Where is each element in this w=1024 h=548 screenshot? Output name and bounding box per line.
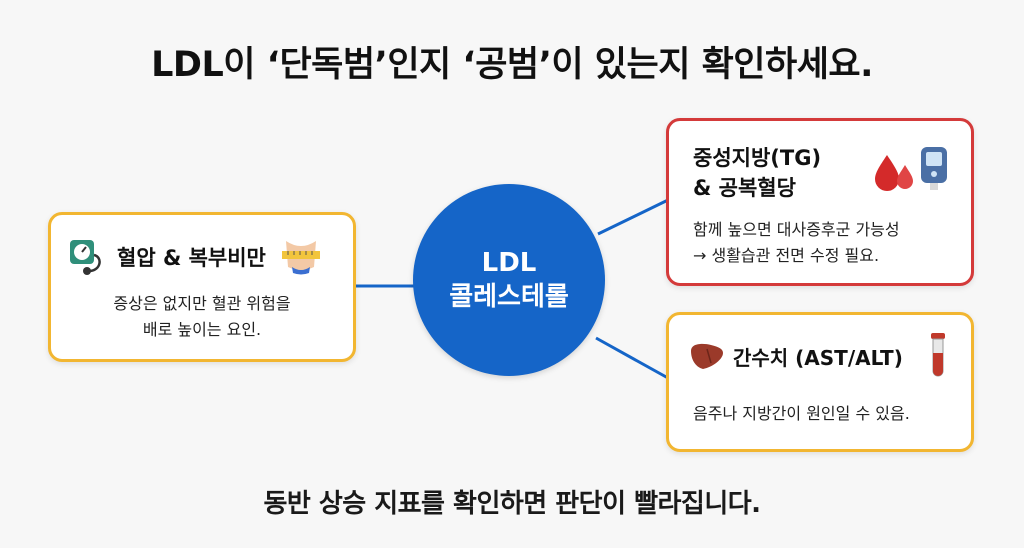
- card-left-text-line2: 배로 높이는 요인.: [142, 320, 262, 339]
- glucose-meter-icon: [921, 147, 947, 190]
- connector-bottom-right: [595, 336, 669, 380]
- test-tube-icon: [931, 333, 945, 377]
- footer-note: 동반 상승 지표를 확인하면 판단이 빨라집니다.: [263, 489, 761, 519]
- card-left-text-line1: 증상은 없지만 혈관 위험을: [113, 294, 291, 313]
- hub-label-line1: LDL: [481, 248, 537, 278]
- blood-pressure-monitor-icon: [70, 240, 101, 275]
- hub-label-line2: 콜레스테롤: [449, 282, 569, 312]
- ldl-hub-circle: LDL 콜레스테롤: [413, 184, 605, 376]
- page-title: LDL이 ‘단독범’인지 ‘공범’이 있는지 확인하세요.: [151, 45, 873, 85]
- waist-tape-measure-icon: [281, 241, 320, 275]
- connector-top-right: [597, 198, 669, 236]
- card-left-title: 혈압 & 복부비만: [117, 246, 266, 270]
- card-liver-enzymes: 간수치 (AST/ALT) 음주나 지방간이 원인일 수 있음.: [666, 312, 974, 452]
- card-top-right-text-line1: 함께 높으면 대사증후군 가능성: [693, 220, 900, 239]
- card-top-right-title-line1: 중성지방(TG): [693, 146, 822, 170]
- card-blood-pressure-obesity: 혈압 & 복부비만 증상은 없지만 혈관 위험을 배로 높이는 요인.: [48, 212, 356, 362]
- card-bottom-right-text: 음주나 지방간이 원인일 수 있음.: [693, 404, 910, 423]
- card-triglyceride-glucose: 중성지방(TG) & 공복혈당 함께 높으면 대사증후군 가능성 → 생활습관 …: [666, 118, 974, 286]
- card-top-right-text-line2: → 생활습관 전면 수정 필요.: [693, 246, 880, 265]
- card-bottom-right-title: 간수치 (AST/ALT): [733, 345, 903, 370]
- card-top-right-title-line2: & 공복혈당: [693, 176, 796, 200]
- liver-icon: [691, 343, 723, 369]
- blood-drops-icon: [875, 155, 913, 191]
